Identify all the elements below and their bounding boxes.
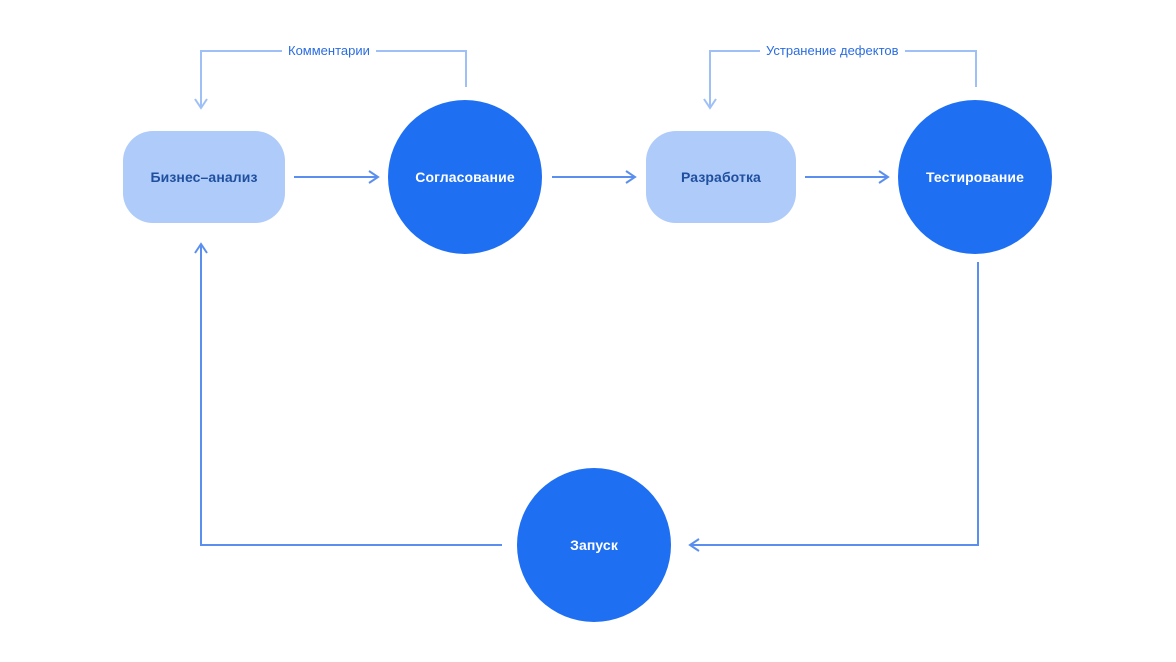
loop-label-defect-fixing: Устранение дефектов [760,43,905,58]
loop-defect-fixing-arrow [703,50,977,110]
node-business-analysis: Бизнес–анализ [123,131,285,223]
loop-comments-arrow [194,50,467,110]
node-launch: Запуск [517,468,671,622]
arrow-launch-to-analysis [194,242,502,546]
node-approval: Согласование [388,100,542,254]
node-development: Разработка [646,131,796,223]
loop-label-comments: Комментарии [282,43,376,58]
node-testing: Тестирование [898,100,1052,254]
arrow-testing-to-launch [688,262,979,552]
